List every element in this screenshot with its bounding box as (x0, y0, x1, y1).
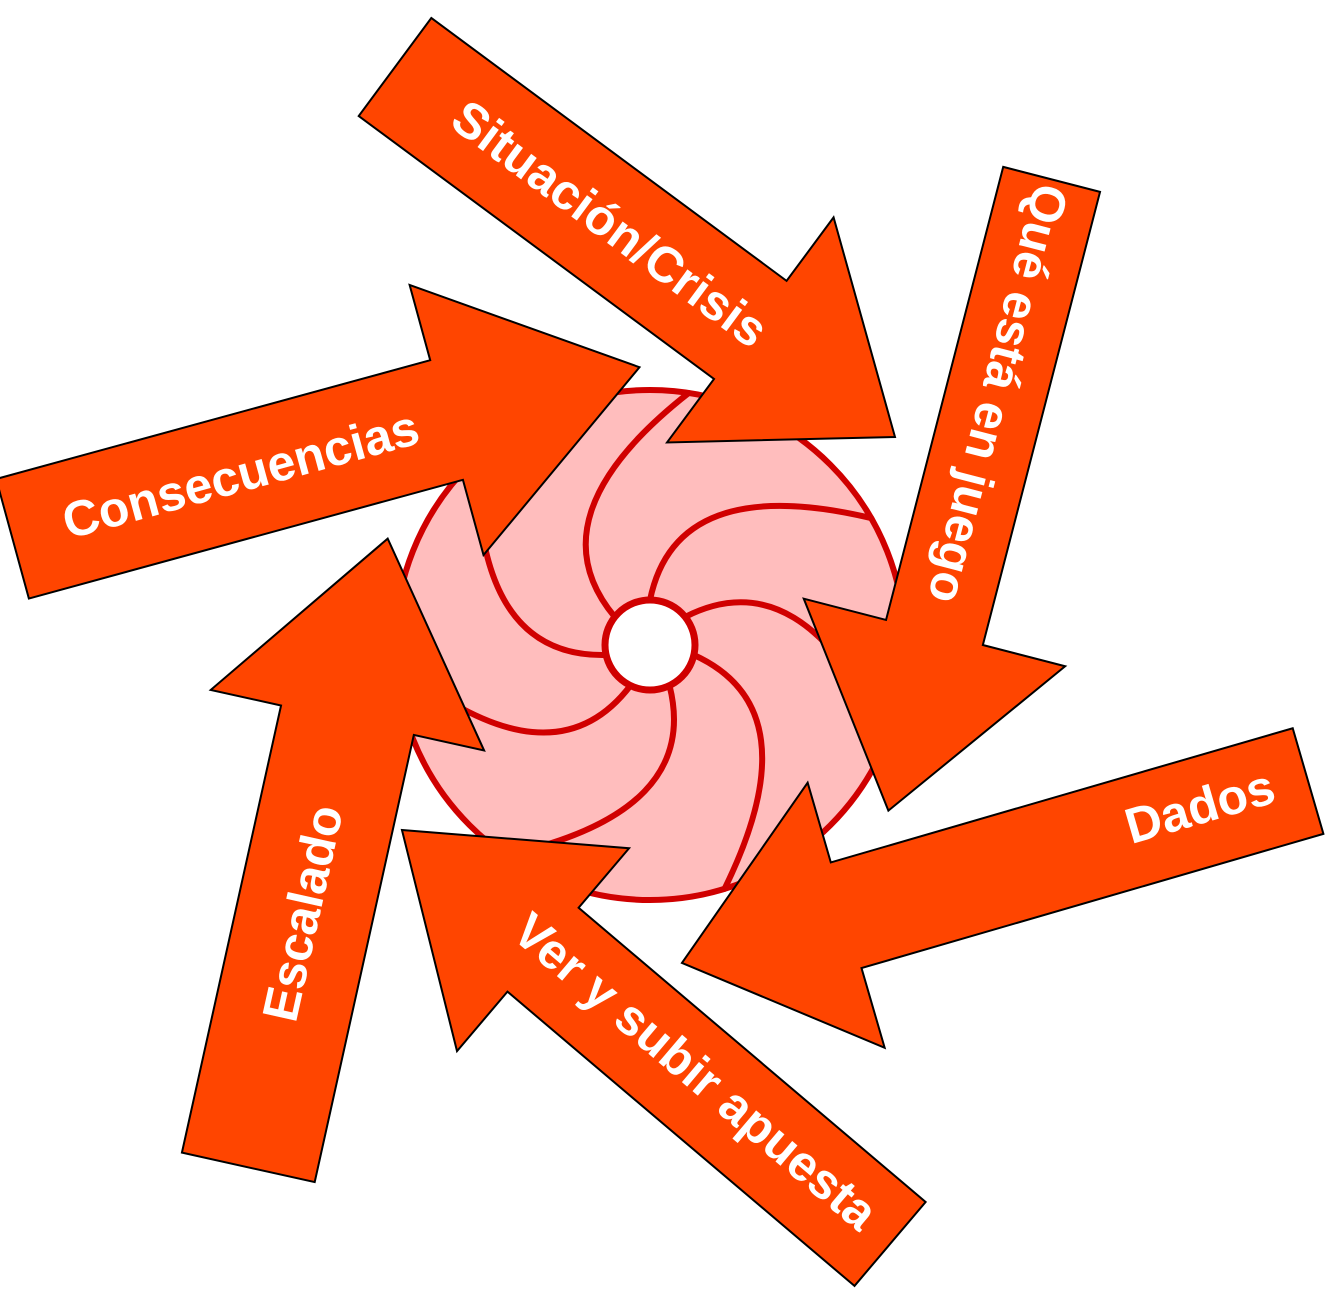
arrow-dados: Dados (680, 726, 1325, 1050)
arrow-escalado: Escalado (180, 537, 486, 1184)
hub-blade (582, 390, 692, 620)
hub-center-circle (601, 596, 699, 694)
arrow-consecuencias-shape (0, 283, 642, 600)
arrow-escalado-shape (180, 537, 486, 1184)
arrow-ver-y-subir-apuesta-shape (400, 828, 928, 1288)
hub-blade (690, 652, 766, 892)
hub-blade (647, 502, 875, 603)
arrow-que-esta-en-juego-shape (802, 165, 1102, 813)
arrow-situacion-crisis-shape (357, 16, 897, 444)
arrow-dados-shape (680, 726, 1325, 1050)
